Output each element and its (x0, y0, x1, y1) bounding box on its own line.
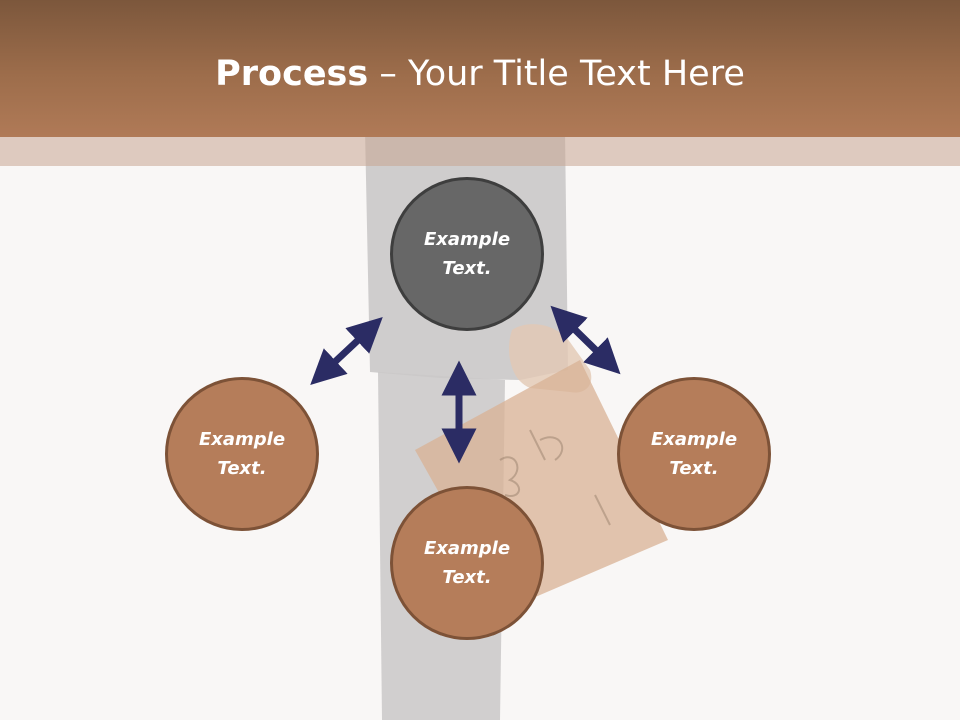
node-bottom: Example Text. (390, 486, 544, 640)
header-accent-strip (0, 137, 960, 166)
node-left: Example Text. (165, 377, 319, 531)
sign-lettering (499, 429, 611, 526)
node-top-label: Example Text. (423, 229, 511, 279)
node-left-label: Example Text. (198, 429, 286, 479)
node-right: Example Text. (617, 377, 771, 531)
node-top: Example Text. (390, 177, 544, 331)
node-bottom-label: Example Text. (423, 538, 511, 588)
slide-title: Process – Your Title Text Here (0, 50, 960, 98)
node-right-label: Example Text. (650, 429, 738, 479)
arrow-top-right (550, 305, 621, 375)
header-bar (0, 0, 960, 137)
arrow-top-left (310, 317, 383, 385)
title-bold-part: Process (215, 54, 369, 94)
title-rest-part: – Your Title Text Here (368, 54, 745, 94)
